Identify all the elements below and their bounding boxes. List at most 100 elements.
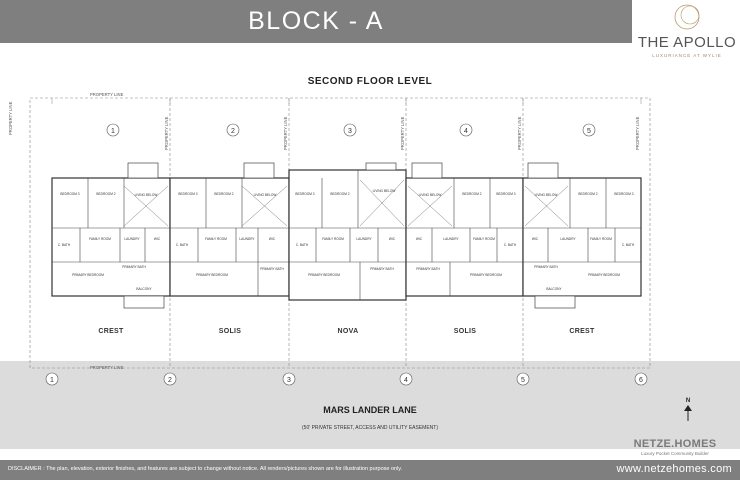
footer-bar: [0, 460, 740, 480]
room-label: BEDROOM 2: [578, 192, 597, 196]
room-label: WIC: [416, 237, 423, 241]
lot-circle-1: [106, 123, 120, 137]
room-label: BEDROOM 2: [214, 192, 233, 196]
website-link[interactable]: www.netzehomes.com: [616, 463, 732, 475]
room-label: BEDROOM 2: [96, 192, 115, 196]
room-label: LAUNDRY: [443, 237, 459, 241]
room-label: BEDROOM 3: [60, 192, 79, 196]
room-label: LIVING BELOW: [373, 189, 396, 193]
floor-title: SECOND FLOOR LEVEL: [307, 76, 433, 87]
lot-number-3: 3: [348, 128, 352, 135]
property-line-label-right: PROPERTY LINE: [635, 116, 640, 150]
header-bar: [0, 0, 632, 43]
lot-circle-2: [226, 123, 240, 137]
lot-circle-4: [459, 123, 473, 137]
lot-number-1: 1: [111, 128, 115, 135]
lot-circle-5: [582, 123, 596, 137]
interior-walls: [52, 170, 641, 300]
apollo-logo: THE APOLLO LUXURIANCE AT WYLIE: [634, 0, 740, 70]
room-label: LIVING BELOW: [254, 193, 277, 197]
room-label: LAUNDRY: [239, 237, 255, 241]
gridline-ticks: [51, 98, 642, 104]
gridline-circles: [45, 372, 648, 386]
room-label: FAMILY ROOM: [590, 237, 612, 241]
unit-name-5: CREST: [569, 328, 595, 335]
room-label: FAMILY ROOM: [205, 237, 227, 241]
property-line-label-left: PROPERTY LINE: [8, 101, 13, 135]
unit-name-2: SOLIS: [218, 328, 242, 335]
room-label: BEDROOM 3: [295, 192, 314, 196]
room-label: C. BATH: [176, 243, 189, 247]
room-label: LIVING BELOW: [135, 193, 158, 197]
unit-3-outline: [288, 169, 407, 301]
page-title: BLOCK - A: [248, 7, 384, 35]
room-label: BEDROOM 3: [496, 192, 515, 196]
room-label: WIC: [269, 237, 276, 241]
lot-number-4: 4: [464, 128, 468, 135]
room-label: BALCONY: [136, 287, 152, 291]
unit-4-outline: [405, 177, 524, 297]
unit-name-3: NOVA: [337, 328, 359, 335]
lot-circle-3: [343, 123, 357, 137]
room-label: LAUNDRY: [560, 237, 576, 241]
floor-plan: 1 2 3 4 5 1 2 3 4 5 6: [29, 97, 651, 386]
room-label: C. BATH: [622, 243, 635, 247]
room-label: PRIMARY BEDROOM: [588, 273, 620, 277]
lot-number-5: 5: [587, 128, 591, 135]
room-label: BEDROOM 3: [178, 192, 197, 196]
property-line-label-v5: PROPERTY LINE: [517, 116, 522, 150]
apollo-circles-icon: [674, 4, 700, 30]
property-line-label-v4: PROPERTY LINE: [400, 116, 405, 150]
room-label: C. BATH: [296, 243, 309, 247]
room-label: FAMILY ROOM: [89, 237, 111, 241]
balconies: [123, 162, 576, 309]
netze-brand: NETZE.HOMES Luxury Pocket Community Buil…: [620, 438, 730, 456]
building-outline: [51, 169, 642, 301]
room-label: PRIMARY BATH: [122, 265, 146, 269]
room-label: BEDROOM 2: [462, 192, 481, 196]
logo-name: THE APOLLO: [637, 34, 737, 51]
unit-5-outline: [522, 177, 642, 297]
brand-name: NETZE.HOMES: [633, 438, 717, 450]
property-line-label-v3: PROPERTY LINE: [283, 116, 288, 150]
room-label: LAUNDRY: [124, 237, 140, 241]
room-label: FAMILY ROOM: [322, 237, 344, 241]
unit-1-outline: [51, 177, 171, 297]
room-label: LIVING BELOW: [535, 193, 558, 197]
room-label: C. BATH: [58, 243, 71, 247]
room-label: C. BATH: [504, 243, 517, 247]
room-label: PRIMARY BEDROOM: [308, 273, 340, 277]
room-label: PRIMARY BEDROOM: [196, 273, 228, 277]
gridline-number-3: 3: [287, 377, 291, 384]
room-label: BALCONY: [546, 287, 562, 291]
unit-name-1: CREST: [98, 328, 124, 335]
property-line-label-top: PROPERTY LINE: [90, 92, 124, 97]
unit-name-4: SOLIS: [453, 328, 477, 335]
property-line-label-bottom: PROPERTY LINE: [90, 365, 124, 370]
gridline-number-5: 5: [521, 377, 525, 384]
brand-subtitle: Luxury Pocket Community Builder: [641, 451, 709, 456]
street-name: MARS LANDER LANE: [323, 405, 417, 415]
gridline-number-2: 2: [168, 377, 172, 384]
street-description: (50' PRIVATE STREET, ACCESS AND UTILITY …: [302, 425, 438, 431]
gridline-number-6: 6: [639, 377, 643, 384]
gridline-number-4: 4: [404, 377, 408, 384]
room-label: PRIMARY BEDROOM: [72, 273, 104, 277]
room-label: PRIMARY BATH: [534, 265, 558, 269]
room-label: PRIMARY BATH: [416, 267, 440, 271]
room-label: WIC: [389, 237, 396, 241]
room-label: LAUNDRY: [356, 237, 372, 241]
north-label: N: [685, 398, 691, 404]
property-line-boundary: [29, 97, 651, 369]
street-band: [0, 361, 740, 449]
living-below-marks: [123, 179, 569, 227]
room-label: PRIMARY BATH: [260, 267, 284, 271]
room-label: LIVING BELOW: [419, 193, 442, 197]
room-label: BEDROOM 3: [614, 192, 633, 196]
unit-2-outline: [169, 177, 290, 297]
room-label: PRIMARY BEDROOM: [470, 273, 502, 277]
room-label: BEDROOM 2: [330, 192, 349, 196]
room-label: WIC: [532, 237, 539, 241]
gridline-number-1: 1: [50, 377, 54, 384]
room-label: FAMILY ROOM: [473, 237, 495, 241]
